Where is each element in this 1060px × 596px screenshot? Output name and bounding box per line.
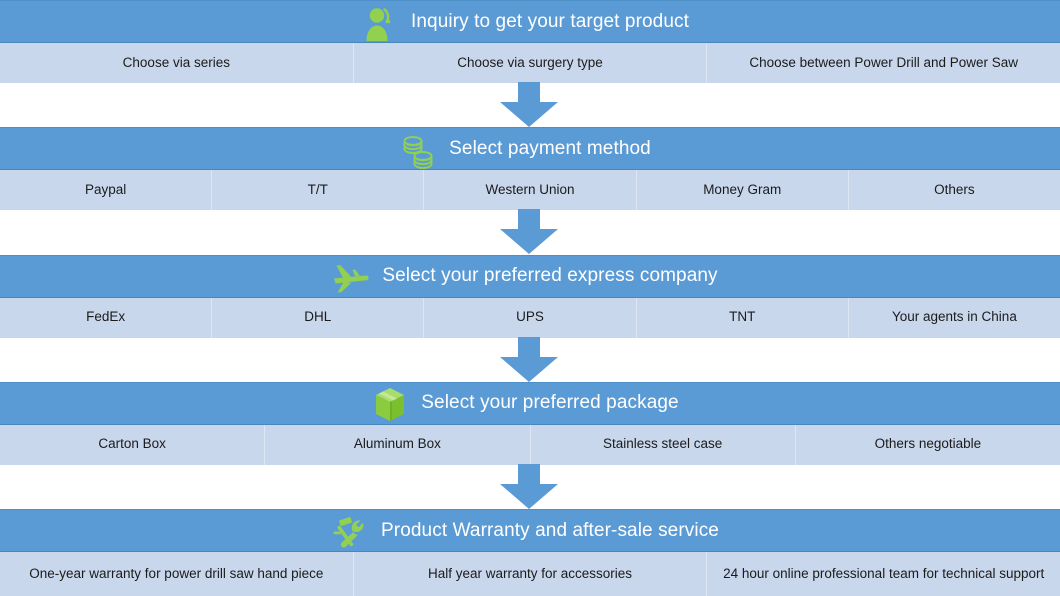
section-title: Select your preferred package	[421, 392, 679, 414]
connector-arrow-3	[0, 336, 1060, 382]
section-header-warranty: Product Warranty and after-sale service	[0, 509, 1060, 552]
option-item[interactable]: One-year warranty for power drill saw ha…	[0, 552, 354, 596]
section-title: Select payment method	[449, 137, 651, 159]
option-item[interactable]: UPS	[424, 297, 637, 338]
option-item[interactable]: Aluminum Box	[265, 424, 531, 465]
section-package: Select your preferred package Carton Box…	[0, 381, 1060, 465]
option-item[interactable]: T/T	[212, 170, 425, 211]
option-item[interactable]: Choose via surgery type	[354, 43, 708, 83]
section-options-warranty: One-year warranty for power drill saw ha…	[0, 552, 1060, 596]
section-express: Select your preferred express company Fe…	[0, 254, 1060, 338]
option-item[interactable]: Half year warranty for accessories	[354, 552, 708, 596]
section-header-payment: Select payment method	[0, 127, 1060, 172]
section-payment: Select payment method Paypal T/T Western…	[0, 127, 1060, 211]
section-options-express: FedEx DHL UPS TNT Your agents in China	[0, 297, 1060, 338]
section-warranty: Product Warranty and after-sale service …	[0, 509, 1060, 596]
option-item[interactable]: Choose between Power Drill and Power Saw	[749, 54, 1018, 70]
section-header-express: Select your preferred express company	[0, 254, 1060, 299]
option-item[interactable]: Carton Box	[0, 424, 266, 465]
section-options-payment: Paypal T/T Western Union Money Gram Othe…	[0, 170, 1060, 211]
option-item[interactable]: Money Gram	[637, 170, 849, 211]
option-item[interactable]: TNT	[637, 297, 849, 338]
hammer-wrench-tools-icon	[329, 512, 371, 554]
option-item[interactable]: Choose via series	[0, 43, 354, 83]
section-header-inquiry: Inquiry to get your target product	[0, 0, 1060, 43]
connector-arrow-2	[0, 209, 1060, 255]
connector-arrow-1	[0, 82, 1060, 128]
section-header-package: Select your preferred package	[0, 381, 1060, 426]
option-item[interactable]: 24 hour online professional team for tec…	[723, 565, 1045, 581]
section-title: Product Warranty and after-sale service	[381, 519, 719, 541]
coins-stack-icon	[397, 130, 439, 172]
section-inquiry: Inquiry to get your target product Choos…	[0, 0, 1060, 83]
section-options-package: Carton Box Aluminum Box Stainless steel …	[0, 424, 1060, 465]
option-item[interactable]: Stainless steel case	[531, 424, 796, 465]
option-item[interactable]: Western Union	[424, 170, 637, 211]
option-item[interactable]: FedEx	[0, 297, 213, 338]
customer-service-person-icon	[359, 3, 401, 45]
section-title: Select your preferred express company	[382, 265, 718, 286]
option-item[interactable]: DHL	[212, 297, 425, 338]
option-item[interactable]: Paypal	[0, 170, 213, 211]
option-item[interactable]: Your agents in China	[891, 309, 1017, 325]
airplane-icon	[330, 257, 372, 299]
package-box-icon	[369, 384, 411, 426]
option-item[interactable]: Others	[934, 181, 975, 197]
option-item[interactable]: Others negotiable	[874, 436, 982, 452]
section-options-inquiry: Choose via series Choose via surgery typ…	[0, 43, 1060, 83]
connector-arrow-4	[0, 463, 1060, 509]
section-title: Inquiry to get your target product	[411, 10, 689, 32]
